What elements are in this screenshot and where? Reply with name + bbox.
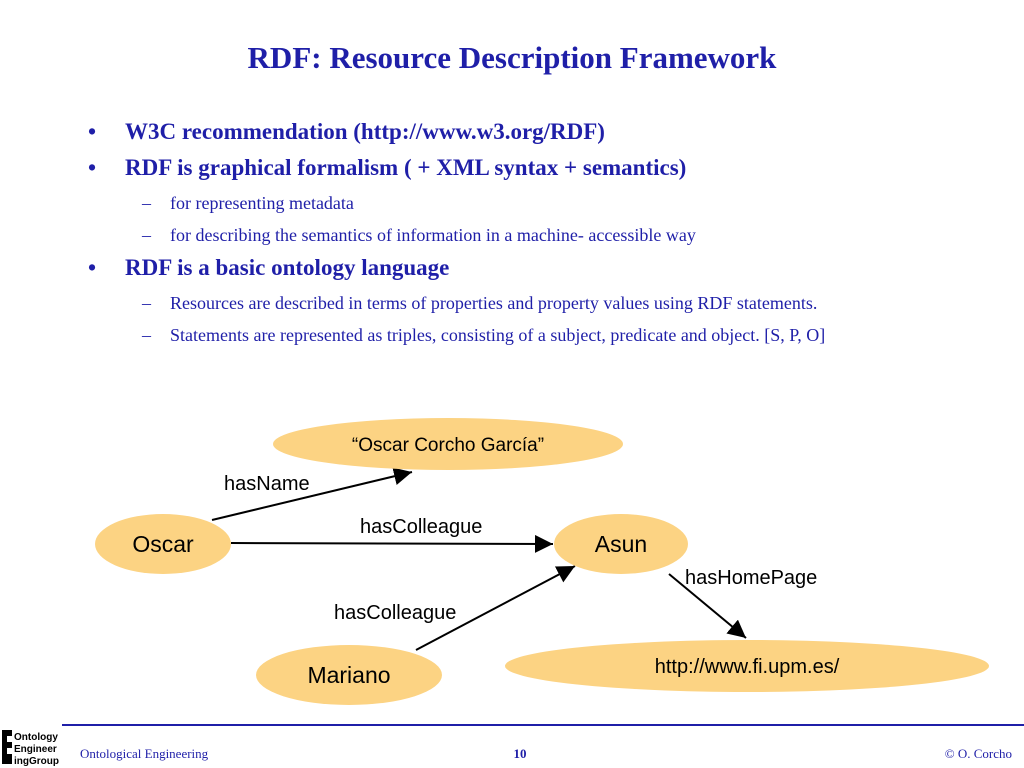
bullet-text: W3C recommendation (http://www.w3.org/RD…: [125, 119, 605, 144]
sub-bullet-resources: – Resources are described in terms of pr…: [88, 290, 930, 316]
bullet-text: RDF is graphical formalism ( + XML synta…: [125, 155, 687, 180]
edge-label-has-colleague: hasColleague: [334, 602, 456, 624]
sub-bullet-text: Resources are described in terms of prop…: [170, 293, 818, 313]
node-label: http://www.fi.upm.es/: [655, 656, 840, 678]
footer-copyright: © O. Corcho: [944, 746, 1012, 761]
logo-text-line: Ontology: [14, 732, 58, 743]
node-label: “Oscar Corcho García”: [352, 435, 544, 456]
edge-has-home-page: [668, 573, 747, 639]
logo-text-line: ingGroup: [14, 756, 59, 767]
node-label: Asun: [595, 531, 647, 557]
edge-has-name: [211, 467, 413, 521]
edge-label-has-colleague: hasColleague: [360, 516, 482, 538]
sub-bullet-metadata: – for representing metadata: [88, 190, 930, 216]
bullet-w3c: • W3C recommendation (http://www.w3.org/…: [88, 118, 938, 146]
bullet-dot-icon: •: [88, 155, 97, 180]
node-oscar: Oscar: [95, 514, 231, 574]
bullet-graphical-formalism: • RDF is graphical formalism ( + XML syn…: [88, 154, 938, 182]
bullet-dot-icon: •: [88, 119, 97, 144]
logo-text-line: Engineer: [14, 744, 57, 755]
edge-label-has-home-page: hasHomePage: [685, 567, 817, 589]
sub-bullet-text: Statements are represented as triples, c…: [170, 325, 826, 345]
sub-bullet-semantics: – for describing the semantics of inform…: [88, 222, 930, 248]
edge-has-colleague-mariano-asun: [415, 565, 576, 651]
node-mariano: Mariano: [256, 645, 442, 705]
bullet-ontology-language: • RDF is a basic ontology language: [88, 254, 938, 282]
node-asun: Asun: [554, 514, 688, 574]
dash-icon: –: [142, 225, 151, 245]
footer-course-name: Ontological Engineering: [80, 746, 209, 761]
sub-bullet-text: for describing the semantics of informat…: [170, 225, 696, 245]
dash-icon: –: [142, 193, 151, 213]
edge-has-colleague-oscar-asun: [230, 534, 554, 553]
node-oscar-name: “Oscar Corcho García”: [273, 418, 623, 470]
bullet-dot-icon: •: [88, 255, 97, 280]
dash-icon: –: [142, 325, 151, 345]
dash-icon: –: [142, 293, 151, 313]
ontology-engineering-group-logo: Ontology Engineer ingGroup: [0, 726, 62, 768]
node-label: Oscar: [132, 531, 194, 557]
edge-label-has-name: hasName: [224, 473, 310, 495]
sub-bullet-triples: – Statements are represented as triples,…: [88, 322, 930, 348]
node-homepage: http://www.fi.upm.es/: [505, 640, 989, 692]
bullet-text: RDF is a basic ontology language: [125, 255, 450, 280]
bullet-list: • W3C recommendation (http://www.w3.org/…: [88, 118, 938, 354]
footer-divider: [62, 724, 1024, 726]
slide-title: RDF: Resource Description Framework: [247, 40, 777, 75]
page-number: 10: [513, 746, 527, 761]
node-label: Mariano: [307, 662, 390, 688]
sub-bullet-text: for representing metadata: [170, 193, 354, 213]
